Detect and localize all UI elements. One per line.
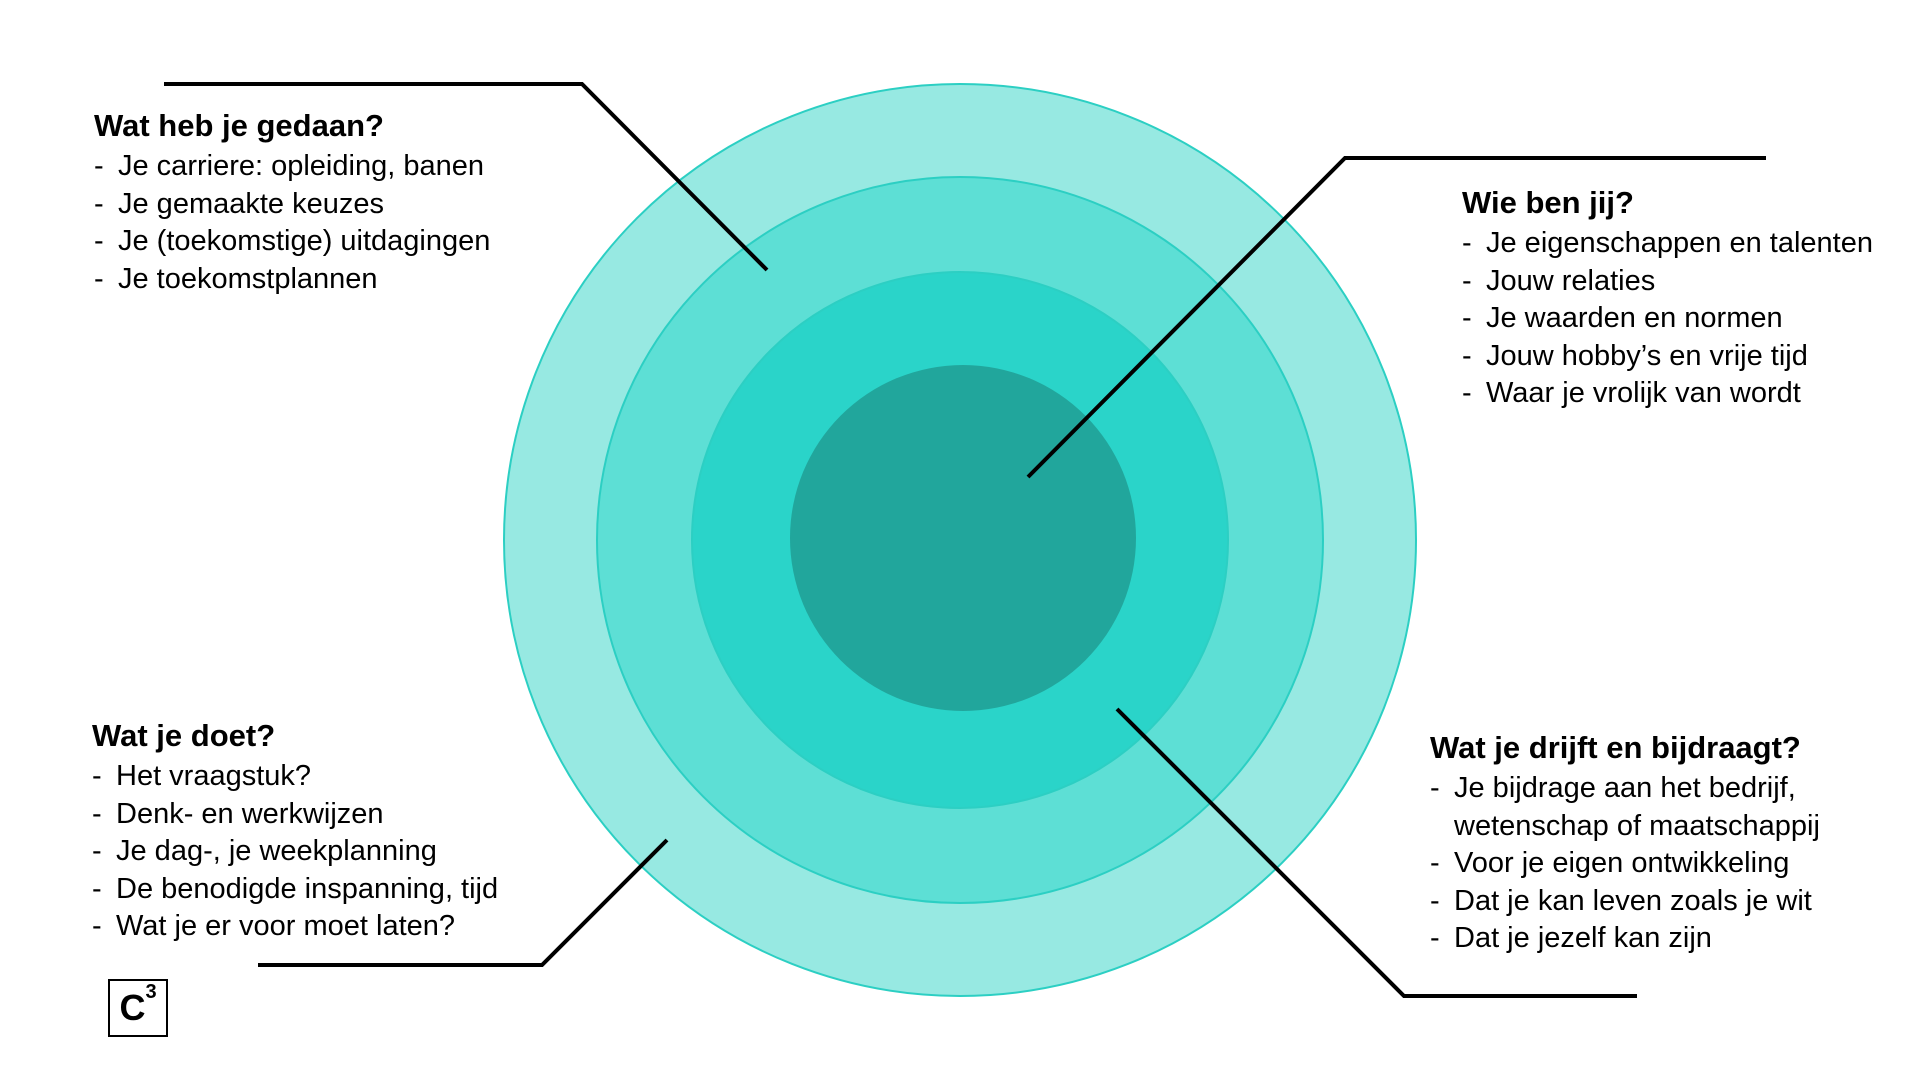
list-item: Denk- en werkwijzen bbox=[92, 796, 498, 834]
list-item: Je bijdrage aan het bedrijf, wetenschap … bbox=[1430, 770, 1820, 845]
list-item: Waar je vrolijk van wordt bbox=[1462, 375, 1873, 413]
bullet-list: Je eigenschappen en talenten Jouw relati… bbox=[1462, 225, 1873, 413]
list-item: Je toekomstplannen bbox=[94, 261, 490, 299]
list-item: De benodigde inspanning, tijd bbox=[92, 871, 498, 909]
list-item: Je gemaakte keuzes bbox=[94, 186, 490, 224]
list-item: Wat je er voor moet laten? bbox=[92, 908, 498, 946]
block-title: Wat je doet? bbox=[92, 718, 276, 753]
list-item: Je eigenschappen en talenten bbox=[1462, 225, 1873, 263]
block-title: Wie ben jij? bbox=[1462, 185, 1634, 220]
list-item: Je waarden en normen bbox=[1462, 300, 1873, 338]
connector-bottom-left bbox=[258, 838, 669, 967]
connector-top-right bbox=[1026, 156, 1766, 479]
text-block-what-drives-you: Wat je drijft en bijdraagt? Je bijdrage … bbox=[1430, 730, 1820, 958]
text-block-what-you-do: Wat je doet? Het vraagstuk? Denk- en wer… bbox=[92, 718, 498, 946]
bullet-list: Het vraagstuk? Denk- en werkwijzen Je da… bbox=[92, 758, 498, 946]
ring-core bbox=[790, 365, 1136, 711]
logo-letter: C bbox=[119, 987, 146, 1028]
c3-logo: C3 bbox=[108, 979, 168, 1037]
list-item: Voor je eigen ontwikkeling bbox=[1430, 845, 1820, 883]
list-item: Je dag-, je weekplanning bbox=[92, 833, 498, 871]
list-item: Jouw relaties bbox=[1462, 263, 1873, 301]
list-item: Je (toekomstige) uitdagingen bbox=[94, 223, 490, 261]
list-item: Dat je kan leven zoals je wit bbox=[1430, 883, 1820, 921]
logo-superscript: 3 bbox=[145, 981, 157, 1003]
connector-bottom-right bbox=[1115, 707, 1637, 998]
list-item-line: wetenschap of maatschappij bbox=[1454, 809, 1820, 842]
connector-top-left bbox=[164, 82, 769, 272]
list-item: Je carriere: opleiding, banen bbox=[94, 148, 490, 186]
block-title: Wat je drijft en bijdraagt? bbox=[1430, 730, 1801, 765]
text-block-what-have-you-done: Wat heb je gedaan? Je carriere: opleidin… bbox=[94, 108, 490, 298]
list-item: Dat je jezelf kan zijn bbox=[1430, 920, 1820, 958]
bullet-list: Je carriere: opleiding, banen Je gemaakt… bbox=[94, 148, 490, 298]
list-item: Het vraagstuk? bbox=[92, 758, 498, 796]
block-title: Wat heb je gedaan? bbox=[94, 108, 384, 143]
bullet-list: Je bijdrage aan het bedrijf, wetenschap … bbox=[1430, 770, 1820, 958]
list-item: Jouw hobby’s en vrije tijd bbox=[1462, 338, 1873, 376]
text-block-who-are-you: Wie ben jij? Je eigenschappen en talente… bbox=[1462, 185, 1873, 413]
list-item-line: Je bijdrage aan het bedrijf, bbox=[1454, 772, 1796, 804]
